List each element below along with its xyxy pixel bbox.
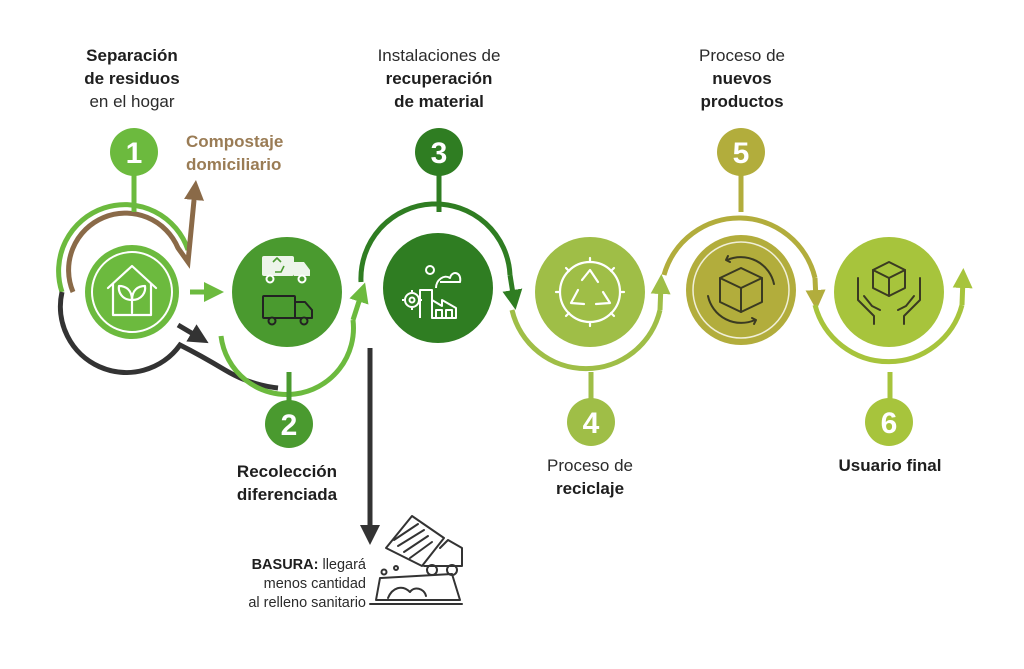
- step2-number: 2: [281, 409, 298, 442]
- step5-label: Proceso de nuevos productos: [699, 46, 785, 111]
- step6-number-badge: [865, 398, 913, 446]
- step1-number: 1: [126, 137, 143, 170]
- step1-rings: [56, 175, 279, 391]
- step3-number-badge: [415, 128, 463, 176]
- compost-label: Compostaje domiciliario: [186, 132, 284, 174]
- step5-number: 5: [733, 137, 750, 170]
- step2-circle: [232, 237, 342, 347]
- recycle-gear-icon: [554, 256, 626, 328]
- step3-number: 3: [431, 137, 448, 170]
- step5-rings: [661, 175, 826, 310]
- step4-number: 4: [583, 407, 600, 440]
- step4-number-badge: [567, 398, 615, 446]
- step2-rings: [218, 282, 380, 545]
- step4-rings: [509, 274, 671, 400]
- step1-inner-ring: [91, 251, 173, 333]
- factory-icon: [402, 265, 462, 319]
- trucks-icon: [262, 256, 313, 326]
- step6-rings: [812, 268, 973, 400]
- step1-number-badge: [110, 128, 158, 176]
- step2-label: Recolección diferenciada: [236, 462, 338, 504]
- step2-number-badge: [265, 400, 313, 448]
- step4-label: Proceso de reciclaje: [547, 456, 633, 498]
- step3-label: Instalaciones de recuperación de materia…: [377, 46, 501, 111]
- step3-circle: [383, 233, 493, 343]
- box-cycle-icon: [707, 255, 775, 325]
- hands-box-icon: [857, 261, 921, 325]
- step6-label: Usuario final: [838, 456, 942, 475]
- step1-label: Separación de residuos en el hogar: [84, 46, 180, 111]
- landfill-dump-truck-icon: [369, 515, 463, 605]
- step5-inner-ring: [692, 241, 790, 339]
- house-leaf-icon: [106, 264, 158, 317]
- garbage-label: BASURA: llegará menos cantidad al rellen…: [248, 557, 366, 611]
- step6-number: 6: [881, 407, 898, 440]
- step5-number-badge: [717, 128, 765, 176]
- step3-rings: [358, 175, 523, 310]
- step4-circle: [535, 237, 645, 347]
- step1-circle: [85, 245, 179, 339]
